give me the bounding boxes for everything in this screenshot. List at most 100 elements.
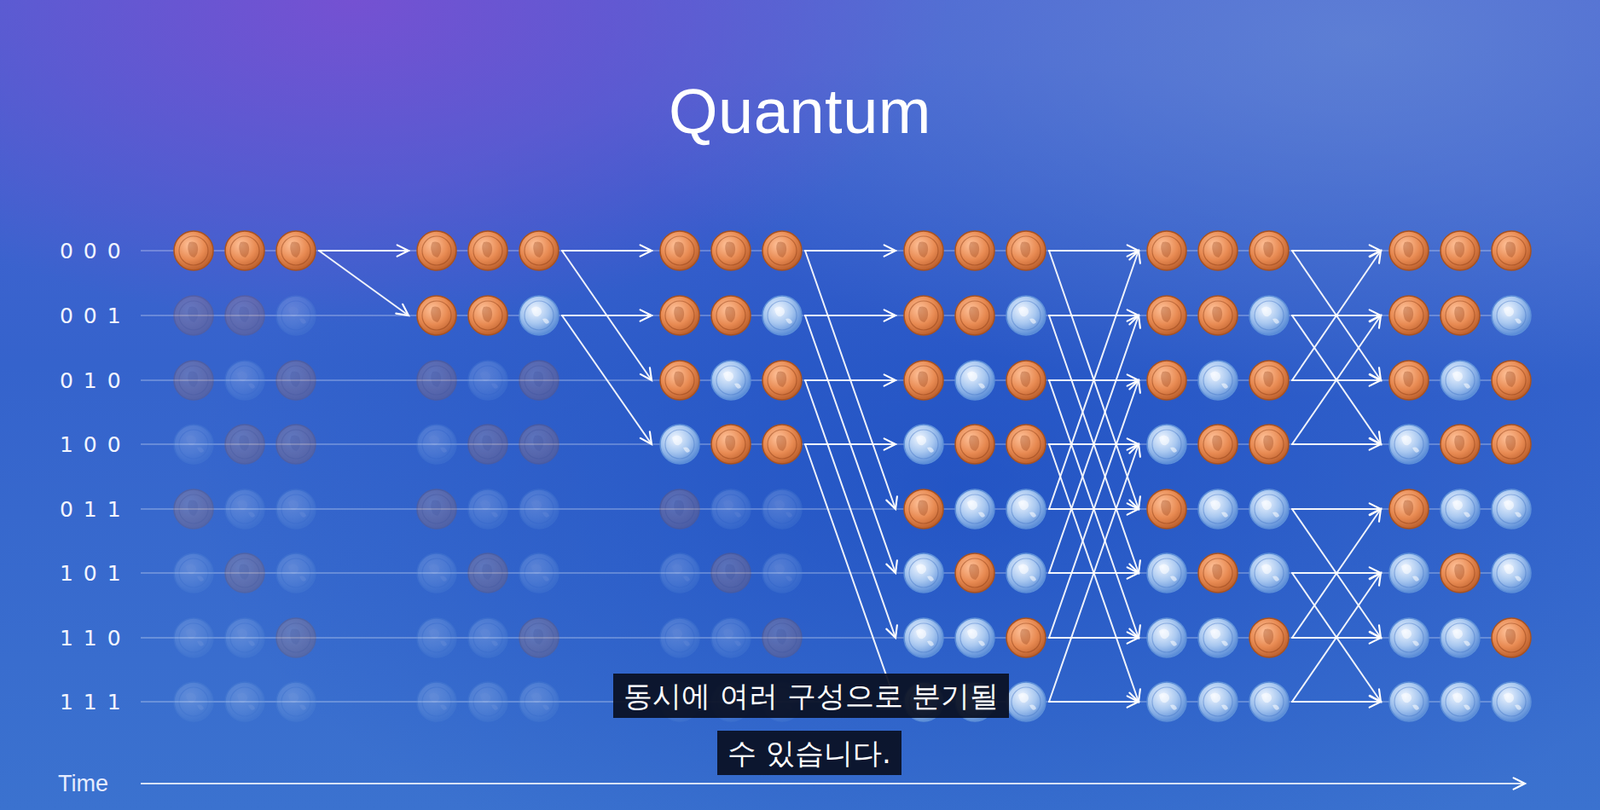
coin-rim — [179, 558, 209, 588]
penny-coin — [468, 295, 508, 336]
state-label: 0 1 1 — [59, 497, 123, 522]
earth-coin — [711, 489, 751, 529]
coin-face — [1440, 489, 1480, 529]
coin-rim — [524, 365, 554, 395]
earth-coin — [1491, 295, 1531, 336]
coin-relief — [1401, 564, 1420, 582]
coin-relief — [723, 629, 742, 647]
coin-relief — [774, 500, 793, 518]
coin-rim — [960, 623, 990, 653]
coin-face — [519, 231, 559, 271]
coin-face — [1389, 360, 1429, 400]
coin-relief — [1402, 242, 1414, 258]
coin-rim — [665, 623, 695, 653]
coin-relief — [238, 307, 250, 323]
coin-rim — [281, 301, 311, 331]
coin-relief — [289, 435, 301, 452]
coin-rim — [1011, 365, 1041, 395]
coin-relief — [968, 435, 980, 452]
coin-relief — [1503, 693, 1522, 711]
penny-coin — [1491, 360, 1531, 400]
penny-coin — [1006, 360, 1046, 400]
coin-relief — [1020, 371, 1031, 388]
coin-face — [1491, 489, 1531, 529]
axis-label: Time — [57, 771, 109, 798]
penny-coin — [1147, 231, 1187, 271]
coin-relief — [917, 242, 928, 258]
coin-relief — [1505, 242, 1516, 258]
coin-relief — [533, 629, 544, 645]
coin-relief — [1261, 500, 1280, 518]
earth-coin — [1249, 295, 1289, 336]
coin-face — [1440, 553, 1480, 593]
earth-coin — [1440, 682, 1480, 722]
coin-relief — [1503, 500, 1522, 518]
coin-face — [1389, 295, 1429, 336]
coin-face — [660, 295, 700, 336]
coin-face — [660, 424, 700, 464]
coin-face — [519, 489, 559, 529]
coin-relief — [1210, 629, 1229, 647]
earth-coin — [225, 360, 265, 400]
penny-coin — [1147, 360, 1187, 400]
coin-relief — [1159, 564, 1177, 582]
coin-face — [417, 489, 457, 529]
coin-rim — [1496, 687, 1526, 717]
penny-coin — [1389, 360, 1429, 400]
coin-relief — [238, 564, 250, 580]
coin-face — [660, 231, 700, 271]
coin-rim — [960, 429, 990, 459]
coin-face — [955, 360, 995, 400]
coin-relief — [967, 629, 986, 647]
branch-arrow — [1292, 443, 1381, 446]
coin-face — [225, 553, 265, 593]
penny-coin — [225, 424, 265, 464]
coin-rim — [1203, 429, 1233, 459]
earth-coin — [1249, 553, 1289, 593]
coin-face — [519, 295, 559, 336]
coin-face — [225, 424, 265, 464]
coin-rim — [1254, 301, 1284, 331]
coin-rim — [473, 236, 503, 266]
coin-relief — [672, 564, 690, 582]
coin-face — [417, 618, 457, 658]
coin-face — [762, 489, 802, 529]
coin-relief — [288, 307, 307, 325]
earth-coin — [1440, 360, 1480, 400]
earth-coin — [904, 618, 944, 658]
earth-coin — [276, 682, 316, 722]
coin-face — [762, 295, 802, 336]
coin-face — [1006, 231, 1046, 271]
branch-arrow — [1049, 315, 1139, 574]
coin-rim — [767, 236, 797, 266]
coin-face — [276, 553, 316, 593]
coin-face — [1389, 489, 1429, 529]
coin-rim — [1394, 558, 1424, 588]
earth-coin — [1006, 553, 1046, 593]
earth-coin — [1147, 553, 1187, 593]
coin-rim — [422, 301, 452, 331]
coin-face — [468, 682, 508, 722]
coin-relief — [289, 371, 301, 388]
coin-relief — [288, 564, 307, 582]
state-label: 0 0 1 — [59, 303, 123, 329]
coin-relief — [481, 435, 493, 452]
coin-rim — [716, 494, 746, 524]
earth-coin — [225, 489, 265, 529]
penny-coin — [1440, 231, 1480, 271]
coin-relief — [967, 500, 986, 518]
penny-coin — [468, 424, 508, 464]
coin-relief — [1018, 500, 1037, 518]
state-label: 1 1 0 — [59, 626, 123, 651]
branch-arrow — [562, 315, 652, 445]
row-line — [140, 249, 1531, 252]
penny-coin — [955, 295, 995, 336]
coin-rim — [1445, 301, 1475, 331]
coin-face — [276, 295, 316, 336]
earth-coin — [519, 553, 559, 593]
coin-rim — [1496, 301, 1526, 331]
coin-face — [173, 231, 214, 271]
coin-relief — [1401, 629, 1420, 647]
coin-relief — [288, 693, 307, 711]
penny-coin — [173, 295, 214, 336]
